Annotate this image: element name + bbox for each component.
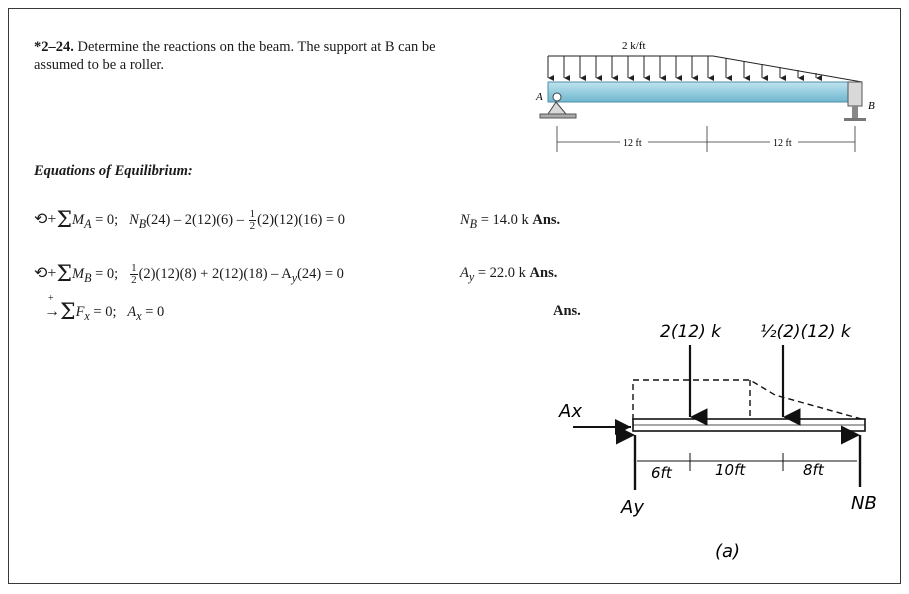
sum-symbol: Σ [56,262,72,287]
dim3-label: 8ft [803,461,825,479]
sum-symbol: Σ [60,300,76,325]
load-label: 2 k/ft [622,40,646,52]
equilibrium-heading: Equations of Equilibrium: [34,163,193,179]
result-nb: NB = 14.0 k Ans. [460,212,561,231]
equation-force-x: →+ΣFx = 0; Ax = 0 [44,293,165,325]
beam [547,81,863,103]
roller-support-b [844,81,866,121]
dim-right-label: 12 ft [773,138,792,149]
load-arrows [547,56,822,81]
figure-caption: (a) [715,541,740,562]
force-right-label: ½(2)(12) k [760,322,852,342]
dim1-label: 6ft [651,464,673,482]
ccw-moment-icon: ⟲+ [34,211,57,228]
problem-number: *2–24. [34,39,74,55]
ccw-moment-icon: ⟲+ [34,265,57,282]
problem-text: Determine the reactions on the beam. The… [34,39,436,73]
result-ax-ans: Ans. [553,303,581,319]
fbd-dimension-lines [637,453,857,471]
result-ay: Ay = 22.0 k Ans. [460,265,558,284]
force-left-label: 2(12) k [660,322,722,342]
dimension-lines [556,126,856,152]
support-b-label: B [868,100,875,112]
ax-label: Ax [558,401,582,422]
beam-figure: 2 k/ft A B [535,40,875,152]
page-frame [8,8,901,584]
sum-symbol: Σ [56,208,72,233]
ay-label: Ay [620,497,644,518]
dim-left-label: 12 ft [623,138,642,149]
support-a-label: A [535,91,543,103]
free-body-diagram: 2(12) k ½(2)(12) k Ax Ay NB 6ft 10ft 8ft… [558,322,877,562]
problem-statement: *2–24. Determine the reactions on the be… [34,38,454,74]
pin-support-a [539,92,577,119]
nb-label: NB [851,493,877,514]
dim2-label: 10ft [715,461,746,479]
right-positive-arrow-icon: →+ [44,293,60,320]
load-outline [632,379,866,421]
